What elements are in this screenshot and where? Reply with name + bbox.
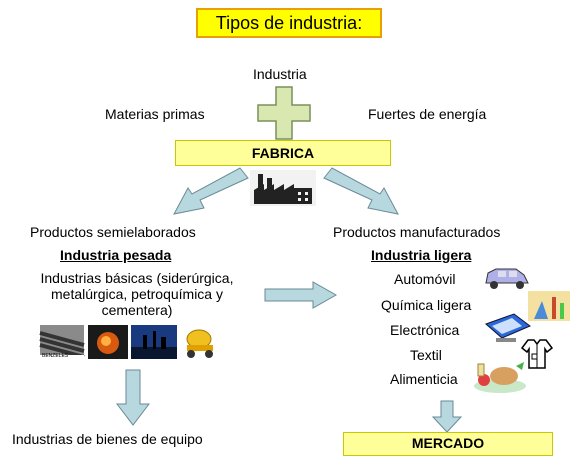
chemistry-icon [528, 291, 570, 321]
textile-shirt-icon [520, 339, 554, 369]
car-icon [485, 268, 529, 289]
refinery-photo-icon [131, 325, 177, 359]
basicas-line-2: metalúrgica, petroquímica y [51, 286, 223, 302]
industria-ligera-heading: Industria ligera [371, 247, 472, 263]
industria-label: Industria [253, 66, 307, 82]
molten-metal-photo-icon [88, 325, 128, 359]
fuentes-energia-label: Fuertes de energía [368, 106, 487, 122]
photo-caption: BENZELES [42, 353, 69, 359]
arrow-down-left [115, 369, 151, 426]
steel-photo-icon [39, 325, 85, 361]
electronics-icon [485, 313, 531, 342]
productos-semielaborados-label: Productos semielaborados [30, 224, 196, 240]
textil-label: Textil [410, 347, 442, 363]
industria-pesada-heading: Industria pesada [60, 247, 172, 263]
materias-primas-label: Materias primas [105, 106, 205, 122]
arrow-left-down [173, 167, 249, 215]
arrow-right-down [323, 167, 399, 215]
alimenticia-label: Alimenticia [390, 371, 458, 387]
arrow-down-right [431, 400, 463, 433]
mercado-box: MERCADO [343, 432, 553, 456]
automovil-label: Automóvil [394, 271, 456, 287]
cement-mixer-photo-icon [181, 325, 221, 359]
arrow-right [264, 281, 338, 309]
fabrica-box: FABRICA [175, 140, 391, 166]
factory-icon [250, 170, 316, 206]
bienes-equipo-label: Industrias de bienes de equipo [12, 431, 203, 447]
page-title: Tipos de industria: [196, 8, 382, 38]
productos-manufacturados-label: Productos manufacturados [333, 224, 501, 240]
industrias-basicas-text: Industrias básicas (siderúrgica, metalúr… [12, 270, 262, 318]
plus-icon [257, 86, 311, 140]
food-icon [474, 362, 526, 393]
basicas-line-1: Industrias básicas (siderúrgica, [40, 270, 234, 286]
electronica-label: Electrónica [390, 322, 460, 338]
quimica-ligera-label: Química ligera [381, 297, 472, 313]
basicas-line-3: cementera) [101, 302, 173, 318]
